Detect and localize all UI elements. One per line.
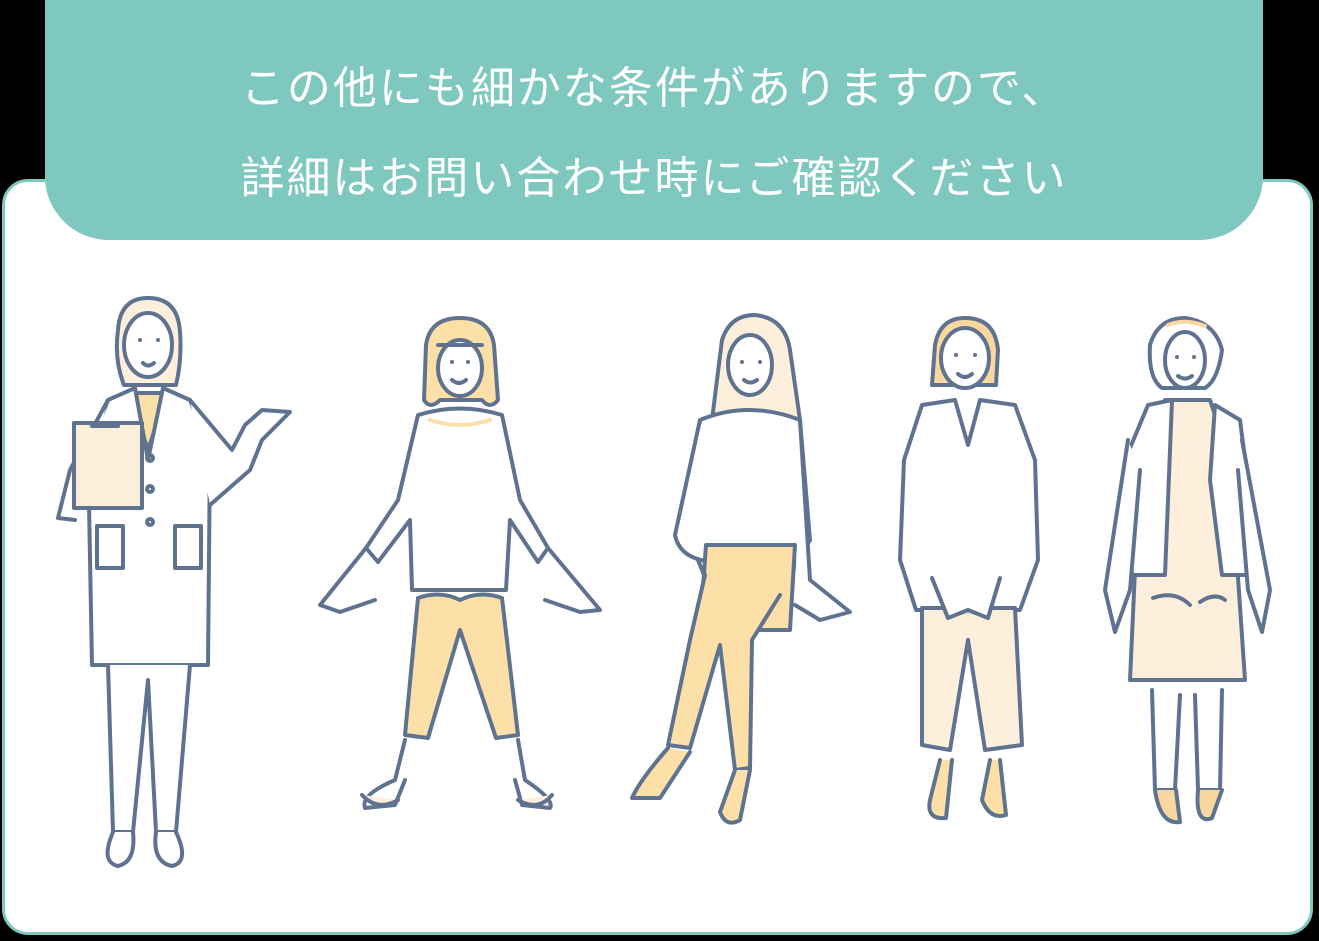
doctor-figure (56, 296, 292, 868)
woman-crossed-legs-figure (630, 313, 852, 825)
middle-aged-woman-figure (898, 316, 1040, 821)
header-banner: この他にも細かな条件がありますので、 詳細はお問い合わせ時にご確認ください (45, 0, 1263, 240)
girl-sitting-figure (318, 316, 602, 810)
content-card (2, 179, 1313, 935)
banner-line-2: 詳細はお問い合わせ時にご確認ください (240, 153, 1068, 204)
banner-text: この他にも細かな条件がありますので、 詳細はお問い合わせ時にご確認ください (45, 44, 1263, 224)
elderly-woman-figure (1103, 316, 1272, 825)
banner-line-1: この他にも細かな条件がありますので、 (240, 63, 1068, 114)
